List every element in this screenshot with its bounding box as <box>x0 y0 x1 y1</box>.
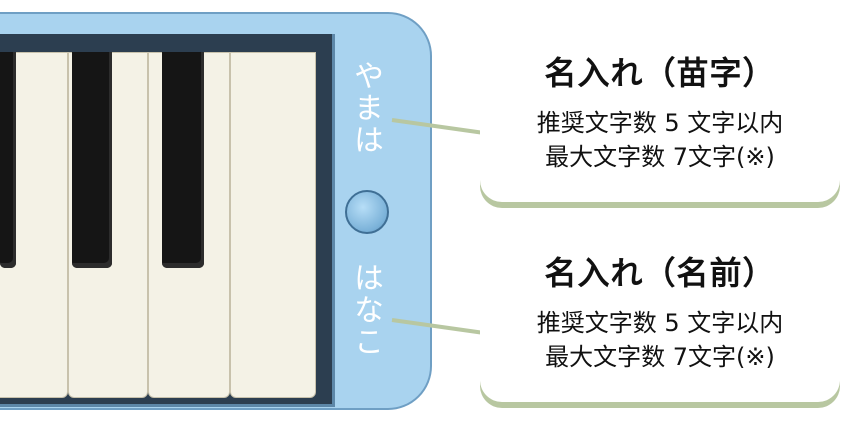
callout-box-given-name <box>480 288 840 402</box>
callout-title-surname: 名入れ（苗字） <box>544 54 776 92</box>
recommended-characters: 推奨文字数 5 文字以内 <box>536 309 784 337</box>
maximum-characters: 最大文字数 7文字(※) <box>545 143 775 171</box>
recommended-characters: 推奨文字数 5 文字以内 <box>536 109 784 137</box>
black-key <box>0 52 16 268</box>
center-button <box>345 190 389 234</box>
callout-box-surname <box>480 88 840 202</box>
engraved-given-name: はなこ <box>348 262 383 358</box>
callout-title-given-name: 名入れ（名前） <box>544 254 776 292</box>
callout-spec-given-name: 推奨文字数 5 文字以内 最大文字数 7文字(※) <box>480 306 840 374</box>
white-key <box>230 52 316 398</box>
engraved-surname: やまは <box>348 60 383 156</box>
callout-spec-surname: 推奨文字数 5 文字以内 最大文字数 7文字(※) <box>480 106 840 174</box>
black-key <box>162 52 204 268</box>
black-key <box>72 52 112 268</box>
maximum-characters: 最大文字数 7文字(※) <box>545 343 775 371</box>
